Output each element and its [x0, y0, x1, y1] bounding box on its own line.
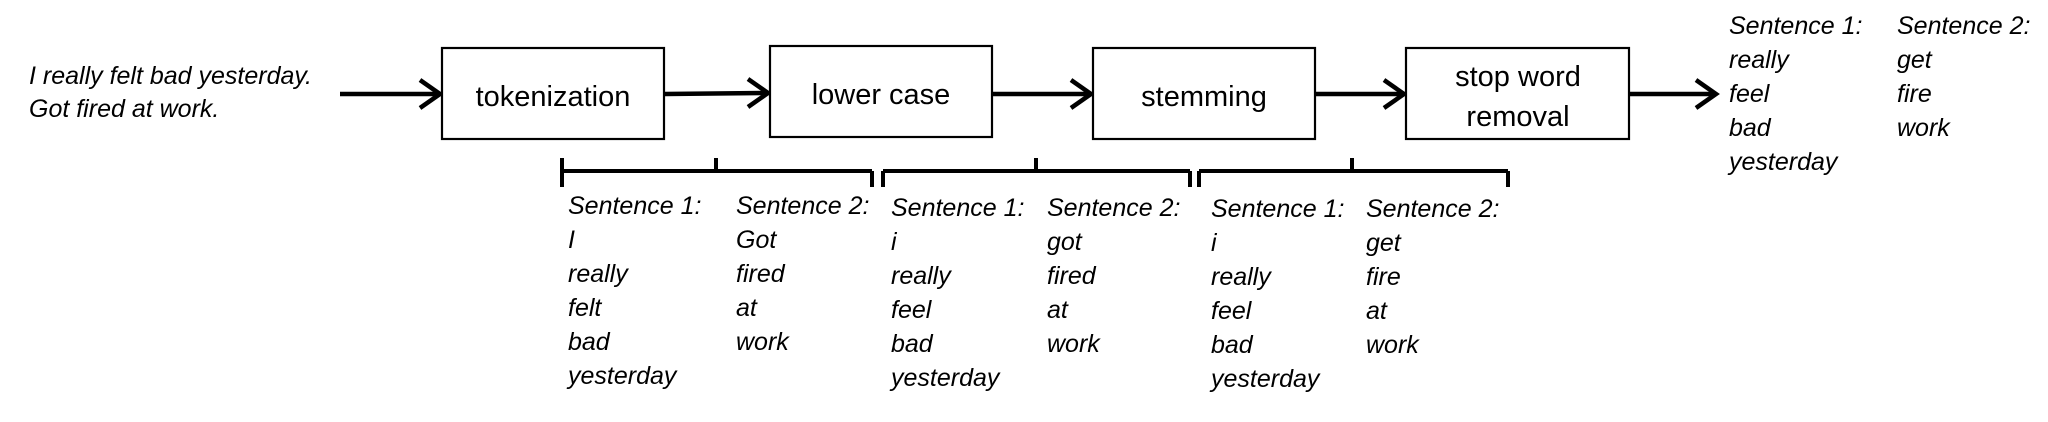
stage-box — [768, 44, 994, 139]
stage-stemming: stemming — [1091, 46, 1317, 141]
stage-outputs: Sentence 1:IreallyfeltbadyesterdaySenten… — [566, 192, 1499, 393]
token: feel — [1729, 80, 1771, 108]
stage-box — [440, 46, 666, 141]
arrow-stopword-to-output-head — [1694, 78, 1720, 110]
sentence-heading: Sentence 2: — [736, 192, 869, 220]
token: at — [1047, 296, 1069, 324]
token: yesterday — [889, 364, 1001, 392]
token: fire — [1897, 80, 1932, 108]
token: work — [1047, 330, 1101, 358]
brace-stemming-output — [1197, 158, 1510, 187]
brace-tokenization-output-ends — [560, 158, 874, 187]
stage-label-line-2: removal — [1466, 101, 1569, 133]
brace-lowercase-output — [881, 158, 1192, 187]
token: really — [1211, 263, 1272, 291]
output-1-sentence-2: Sentence 2: got fired at work — [1047, 194, 1180, 358]
token: at — [736, 294, 758, 322]
sentence-heading: Sentence 2: — [1897, 12, 2030, 40]
token: Got — [736, 226, 777, 254]
token: at — [1366, 297, 1388, 325]
token: bad — [1729, 114, 1772, 142]
token: I — [568, 226, 575, 254]
token: felt — [568, 294, 602, 322]
token: really — [1729, 46, 1790, 74]
output-0-sentence-2: Sentence 2: Got fired at work — [736, 192, 869, 356]
token: feel — [891, 296, 933, 324]
stage-label: lower case — [812, 79, 951, 111]
token: get — [1897, 46, 1933, 74]
sentence-heading: Sentence 1: — [1729, 12, 1862, 40]
stage-stop-word-removal: stop word removal — [1404, 46, 1631, 141]
token: fired — [1047, 262, 1097, 290]
pipeline-arrows — [340, 77, 1720, 110]
token: i — [891, 228, 898, 256]
stage-label-line-1: stop word — [1455, 61, 1581, 93]
final-sentence-2: Sentence 2: get fire work — [1897, 12, 2030, 142]
stage-lower-case: lower case — [768, 44, 994, 139]
input-sentence-line-1: I really felt bad yesterday. — [29, 62, 312, 90]
sentence-heading: Sentence 1: — [568, 192, 701, 220]
token: yesterday — [1209, 365, 1321, 393]
output-braces — [560, 158, 1510, 187]
token: yesterday — [1727, 148, 1839, 176]
arrow-input-to-tokenization-head — [418, 78, 444, 110]
output-2-sentence-2: Sentence 2: get fire at work — [1366, 195, 1499, 359]
stage-tokenization: tokenization — [440, 46, 666, 141]
arrow-tokenization-to-lowercase — [664, 90, 769, 97]
output-1-sentence-1: Sentence 1: i really feel bad yesterday — [889, 194, 1024, 392]
final-sentence-1: Sentence 1: really feel bad yesterday — [1727, 12, 1862, 176]
output-2-sentence-1: Sentence 1: i really feel bad yesterday — [1209, 195, 1344, 393]
token: work — [736, 328, 790, 356]
token: really — [568, 260, 629, 288]
token: fire — [1366, 263, 1401, 291]
stage-label: stemming — [1141, 81, 1267, 113]
sentence-heading: Sentence 1: — [1211, 195, 1344, 223]
input-sentence-line-2: Got fired at work. — [29, 95, 219, 123]
token: bad — [891, 330, 934, 358]
token: work — [1897, 114, 1951, 142]
token: bad — [568, 328, 611, 356]
token: really — [891, 262, 952, 290]
token: got — [1047, 228, 1083, 256]
token: bad — [1211, 331, 1254, 359]
stage-label: tokenization — [476, 81, 631, 113]
final-output: Sentence 1:reallyfeelbadyesterdaySentenc… — [1727, 12, 2030, 176]
sentence-heading: Sentence 2: — [1366, 195, 1499, 223]
token: yesterday — [566, 362, 678, 390]
token: fired — [736, 260, 786, 288]
arrow-tokenization-to-lowercase-head — [746, 77, 772, 109]
sentence-heading: Sentence 2: — [1047, 194, 1180, 222]
arrow-stemming-to-stopword-head — [1382, 78, 1408, 110]
token: i — [1211, 229, 1218, 257]
stage-box — [1091, 46, 1317, 141]
token: work — [1366, 331, 1420, 359]
arrow-lowercase-to-stemming-head — [1069, 78, 1095, 110]
sentence-heading: Sentence 1: — [891, 194, 1024, 222]
stage-box — [1404, 46, 1631, 141]
token: feel — [1211, 297, 1253, 325]
token: get — [1366, 229, 1402, 257]
